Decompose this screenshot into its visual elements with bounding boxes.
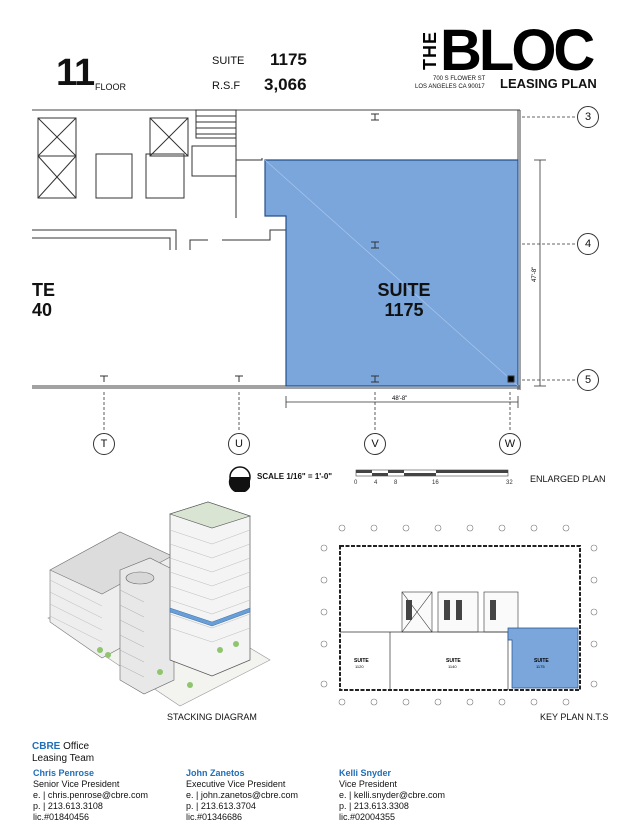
contact-card: Kelli Snyder Vice President e. | kelli.s… (339, 768, 445, 823)
cbre-office: Office (63, 741, 90, 752)
cbre-logo: CBRE (32, 741, 61, 752)
logo-address-line1: 700 S FLOWER ST (433, 76, 486, 82)
key-suite-1140-line1: SUITE (446, 658, 461, 664)
stacking-diagram (47, 501, 271, 707)
stacking-diagram-caption: STACKING DIAGRAM (167, 712, 257, 722)
contact-name: Kelli Snyder (339, 768, 392, 778)
cbre-leasing-team: CBRE Office Leasing Team (32, 741, 94, 765)
rsf-value: 3,066 (264, 75, 307, 94)
contact-card: Chris Penrose Senior Vice President e. |… (33, 768, 148, 823)
contact-phone[interactable]: p. | 213.613.3108 (33, 801, 103, 811)
key-suite-1140-line2: 1140 (448, 664, 457, 669)
adjacent-suite-label: TE 40 (32, 280, 55, 320)
contact-email[interactable]: e. | john.zanetos@cbre.com (186, 790, 299, 800)
key-plan-suite-1175 (507, 627, 579, 689)
key-plan: SUITE 1120 SUITE 1140 SUITE 1175 (320, 524, 598, 706)
suite-1175-label: SUITE 1175 (334, 280, 474, 320)
floor-plan: 48'-8" 47'-8" (32, 109, 576, 432)
suite-word: SUITE (377, 280, 431, 300)
key-plan-caption: KEY PLAN N.T.S (540, 712, 609, 722)
scale-tick-32: 32 (506, 480, 513, 486)
key-suite-1175-line2: 1175 (536, 664, 545, 669)
key-suite-1175-line1: SUITE (534, 658, 549, 664)
logo-bloc: BLOC (440, 20, 594, 75)
scale-tick-4: 4 (374, 480, 378, 486)
floor-number: 11 (56, 52, 95, 94)
scale-text: SCALE 1/16" = 1'-0" (257, 472, 333, 481)
grid-row-4: 4 (577, 233, 599, 255)
grid-row-5: 5 (577, 369, 599, 391)
the-bloc-logo: THE BLOC (420, 20, 597, 75)
grid-row-3: 3 (577, 106, 599, 128)
contact-license: lic.#01840456 (33, 812, 90, 822)
contact-email[interactable]: e. | chris.penrose@cbre.com (33, 790, 149, 800)
contact-name: John Zanetos (186, 768, 245, 778)
floor-label: FLOOR (95, 82, 127, 92)
contact-title: Executive Vice President (186, 779, 286, 789)
key-suite-1120-line1: SUITE (354, 658, 369, 664)
contact-license: lic.#02004355 (339, 812, 396, 822)
leasing-plan-title: LEASING PLAN (500, 76, 597, 91)
scale-tick-0: 0 (354, 480, 358, 486)
contact-license: lic.#01346686 (186, 812, 243, 822)
scale-tick-8: 8 (394, 480, 398, 486)
grid-col-v: V (364, 433, 386, 455)
suite-number: 1175 (270, 50, 307, 69)
enlarged-plan-label: ENLARGED PLAN (530, 474, 606, 484)
contact-phone[interactable]: p. | 213.613.3704 (186, 801, 256, 811)
scale-tick-16: 16 (432, 480, 439, 486)
grid-col-u: U (228, 433, 250, 455)
contact-email[interactable]: e. | kelli.snyder@cbre.com (339, 790, 446, 800)
suite-number-plan: 1175 (384, 300, 424, 320)
adjacent-suite-line1: TE (32, 280, 56, 300)
adjacent-suite-line2: 40 (32, 300, 53, 320)
highlighted-floor (169, 607, 251, 627)
rsf-label: R.S.F (212, 80, 241, 92)
logo-address-line2: LOS ANGELES CA 90017 (415, 84, 485, 90)
contact-name: Chris Penrose (33, 768, 95, 778)
dimension-height: 47'-8" (532, 267, 538, 282)
contact-title: Senior Vice President (33, 779, 120, 789)
grid-col-t: T (93, 433, 115, 455)
contact-card: John Zanetos Executive Vice President e.… (186, 768, 298, 823)
scale-bar (228, 466, 509, 492)
key-suite-1120-line2: 1120 (355, 664, 364, 669)
suite-label: SUITE (212, 55, 245, 67)
grid-col-w: W (499, 433, 521, 455)
contact-phone[interactable]: p. | 213.613.3308 (339, 801, 409, 811)
dimension-width: 48'-8" (392, 396, 407, 402)
contact-title: Vice President (339, 779, 397, 789)
leasing-team-label: Leasing Team (32, 753, 95, 764)
logo-the: THE (420, 31, 440, 70)
